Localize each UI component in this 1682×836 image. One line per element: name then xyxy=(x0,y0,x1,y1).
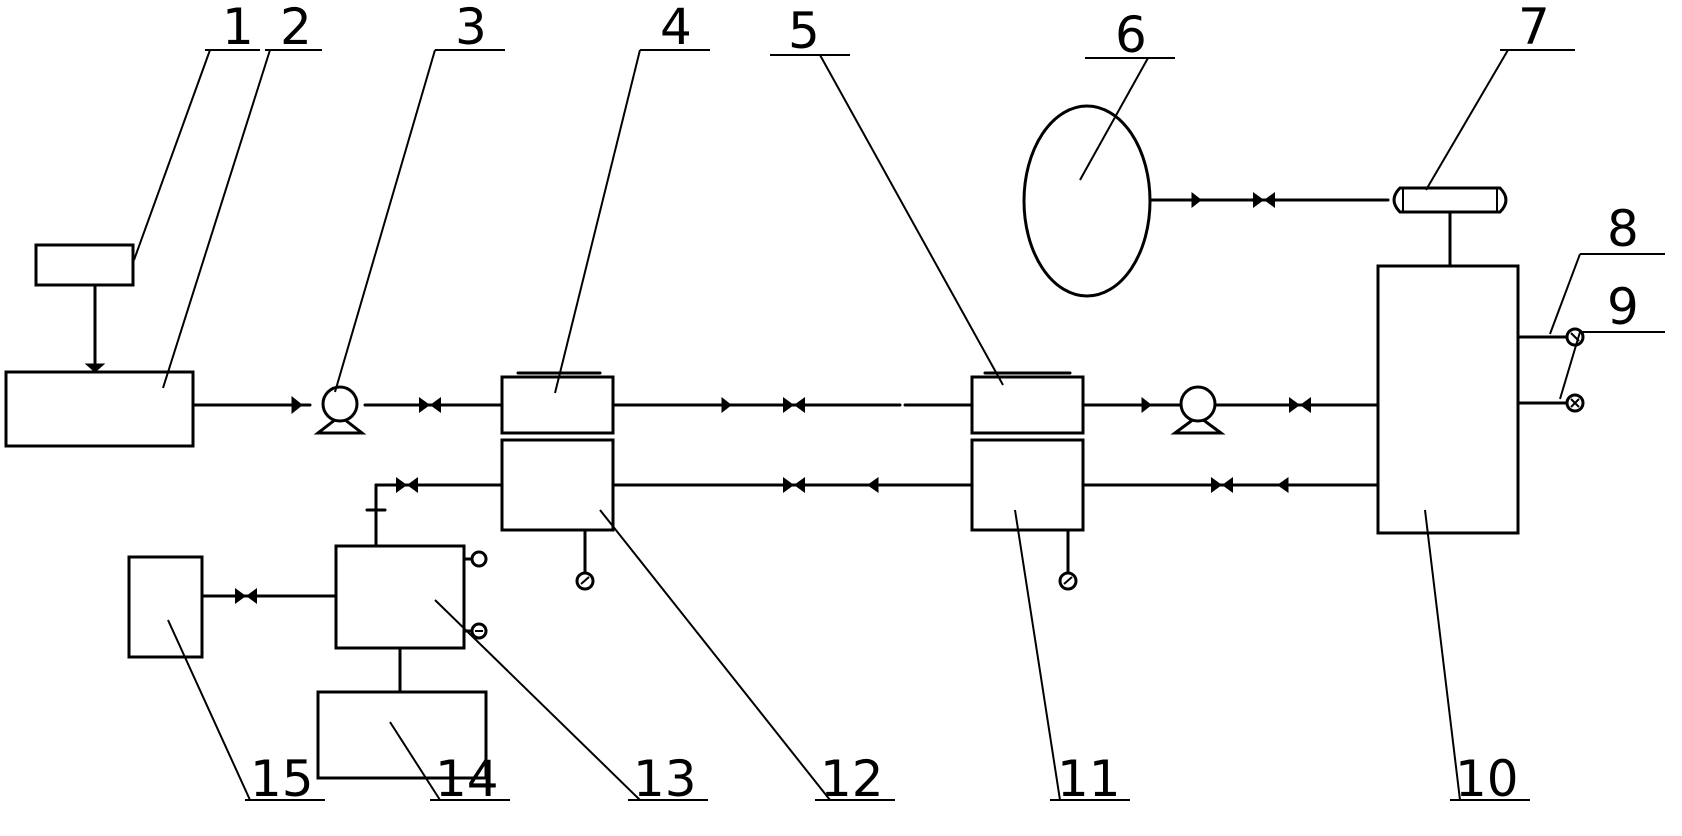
valve-top-3 xyxy=(1289,397,1311,413)
label-3: 3 xyxy=(455,0,487,56)
gauge-12 xyxy=(575,571,595,591)
equipment-14 xyxy=(316,690,488,780)
equipment-1 xyxy=(34,243,135,287)
pump-3 xyxy=(313,385,367,435)
equipment-13 xyxy=(334,544,466,650)
flow-arrow xyxy=(1141,396,1152,414)
equipment-5 xyxy=(970,375,1085,435)
flow-arrow xyxy=(721,396,732,414)
flow-arrow xyxy=(1191,191,1202,209)
flow-arrow xyxy=(1277,477,1289,493)
pump-right xyxy=(1170,385,1226,435)
equipment-12 xyxy=(500,438,615,532)
instrument-13b xyxy=(462,622,488,640)
label-13: 13 xyxy=(633,750,697,808)
equipment-15 xyxy=(127,555,204,659)
equipment-6 xyxy=(1022,104,1152,298)
label-14: 14 xyxy=(435,750,499,808)
label-11: 11 xyxy=(1057,750,1121,808)
gauge-11 xyxy=(1058,571,1078,591)
instrument-9 xyxy=(1565,393,1585,413)
valve-bottom-2 xyxy=(1211,477,1233,493)
label-4: 4 xyxy=(660,0,692,56)
valve-bottom-1 xyxy=(783,477,805,493)
instrument-13a xyxy=(462,550,488,568)
label-10: 10 xyxy=(1455,750,1519,808)
valve-15 xyxy=(235,588,257,604)
flow-arrow xyxy=(867,477,879,493)
label-1: 1 xyxy=(222,0,254,56)
valve-top-1 xyxy=(419,397,441,413)
label-7: 7 xyxy=(1518,0,1550,56)
equipment-10 xyxy=(1376,264,1520,535)
valve-13-inlet xyxy=(396,477,418,493)
equipment-2 xyxy=(4,370,195,448)
label-12: 12 xyxy=(820,750,884,808)
label-8: 8 xyxy=(1607,200,1639,258)
valve-top-2 xyxy=(783,397,805,413)
label-15: 15 xyxy=(250,750,314,808)
label-6: 6 xyxy=(1115,6,1147,64)
label-9: 9 xyxy=(1607,278,1639,336)
valve-6 xyxy=(1253,192,1275,208)
label-2: 2 xyxy=(280,0,312,56)
label-5: 5 xyxy=(788,2,820,60)
equipment-11 xyxy=(970,438,1085,532)
flow-arrow xyxy=(291,395,303,415)
equipment-7 xyxy=(1392,186,1508,214)
